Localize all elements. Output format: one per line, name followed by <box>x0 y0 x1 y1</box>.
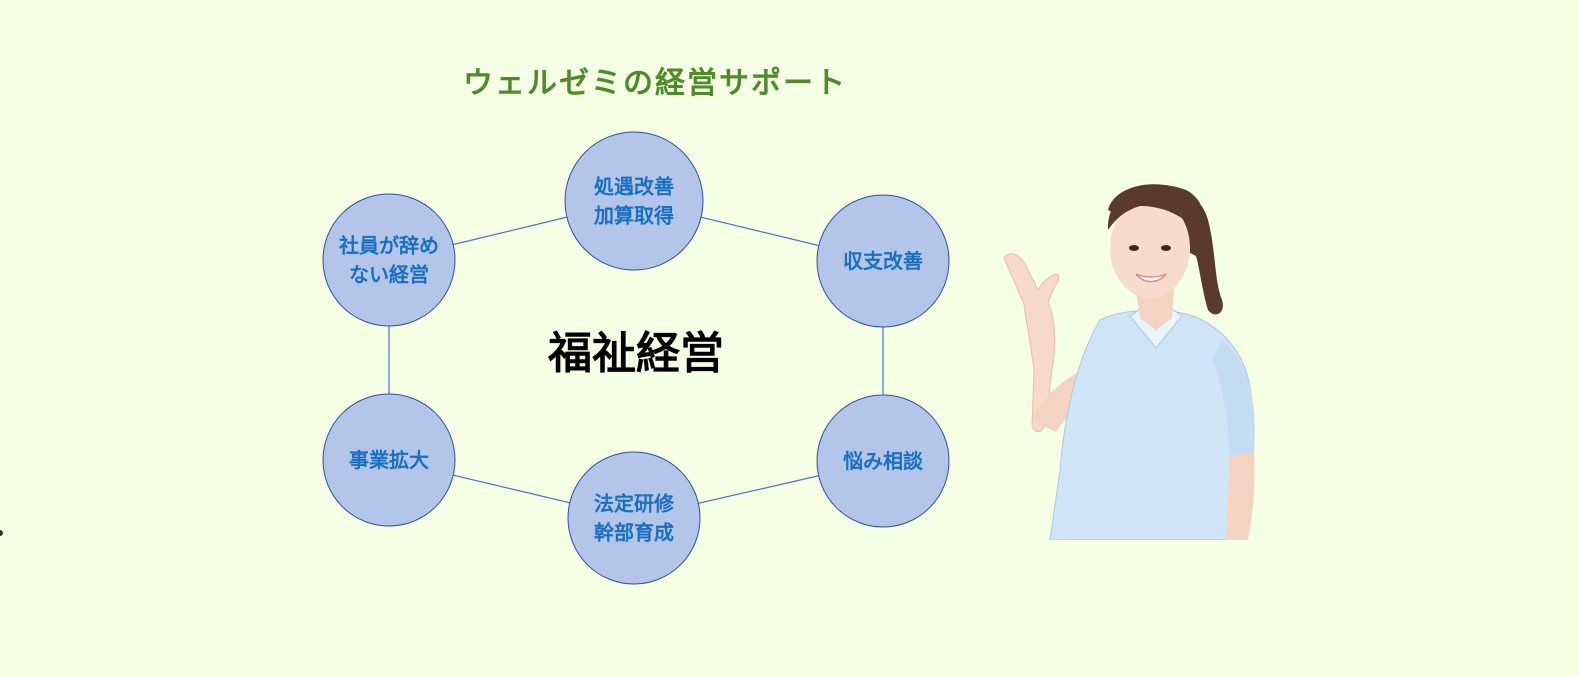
center-label: 福祉経営 <box>547 328 724 379</box>
node-circle-top <box>564 131 704 271</box>
node-label-top-line-1: 加算取得 <box>593 204 674 228</box>
node-label-bottom-line-0: 法定研修 <box>594 492 675 516</box>
node-circle-lower-right <box>816 394 950 528</box>
node-lower-left: 事業拡大 <box>322 393 456 527</box>
node-lower-right: 悩み相談 <box>816 394 950 528</box>
node-label-upper-left-line-0: 社員が辞め <box>338 234 439 258</box>
node-upper-right: 収支改善 <box>816 194 950 328</box>
nurse-presenting-image <box>1003 184 1255 540</box>
node-label-lower-right-line-0: 悩み相談 <box>843 449 924 473</box>
diagram-title: ウェルゼミの経営サポート <box>463 66 847 101</box>
node-label-upper-right-line-0: 収支改善 <box>843 249 923 273</box>
node-circle-upper-right <box>816 194 950 328</box>
node-circle-bottom <box>567 451 701 585</box>
node-circle-upper-left <box>322 193 456 327</box>
edge-dot <box>0 530 3 536</box>
node-circle-lower-left <box>322 393 456 527</box>
node-label-upper-left-line-1: ない経営 <box>349 263 429 287</box>
node-label-top-line-0: 処遇改善 <box>594 175 674 199</box>
node-label-lower-left-line-0: 事業拡大 <box>349 448 429 472</box>
node-label-bottom-line-1: 幹部育成 <box>594 521 674 545</box>
